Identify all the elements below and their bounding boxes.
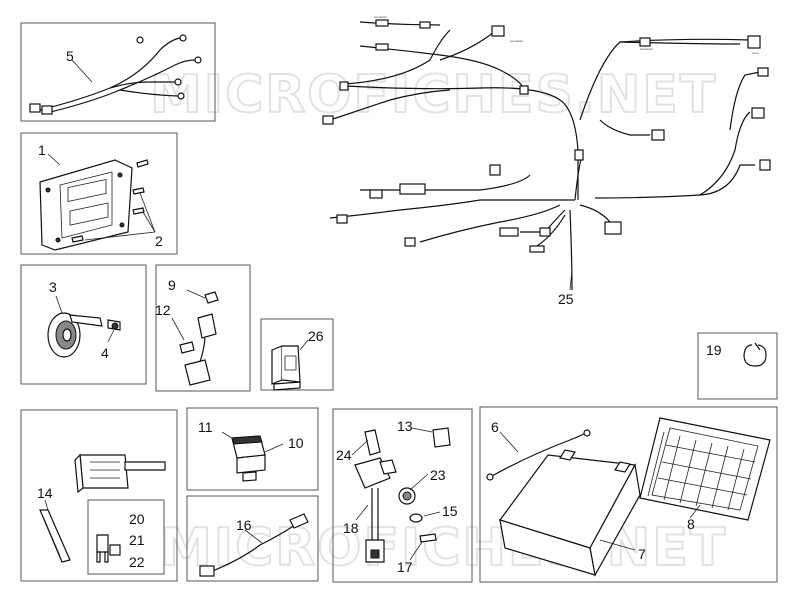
panel-cable-tie (697, 332, 778, 400)
callout-25: 25 (558, 291, 574, 307)
callout-labels: 5 1 2 3 4 9 12 26 25 19 14 20 21 22 11 1… (37, 48, 722, 575)
leader-26 (299, 339, 309, 351)
callout-24: 24 (336, 447, 352, 463)
callout-20: 20 (129, 511, 145, 527)
leader-25 (569, 269, 573, 291)
callout-22: 22 (129, 554, 145, 570)
callout-26: 26 (308, 328, 324, 344)
panel-starter-relay (332, 408, 473, 583)
svg-text:connector: connector (374, 15, 387, 19)
main-wiring-harness: connector connector connector conn (322, 15, 771, 291)
panel-sub-harness (20, 22, 216, 122)
callout-3: 3 (49, 279, 57, 295)
leader-18 (355, 504, 369, 521)
panel-clip (260, 318, 334, 391)
leader-10 (264, 443, 284, 453)
leader-1 (47, 153, 61, 166)
leader-9 (186, 289, 206, 299)
callout-11: 11 (198, 419, 213, 435)
callout-23: 23 (430, 467, 446, 483)
callout-1: 1 (38, 142, 46, 158)
leader-11 (221, 431, 236, 441)
callout-19: 19 (706, 342, 722, 358)
callout-2: 2 (155, 233, 163, 249)
callout-18: 18 (343, 520, 359, 536)
panel-relay-module (186, 407, 319, 491)
callout-17: 17 (397, 559, 413, 575)
leader-16 (244, 529, 263, 544)
leader-12 (171, 317, 185, 341)
callout-16: 16 (236, 517, 252, 533)
callout-5: 5 (66, 48, 74, 64)
leader-14 (44, 499, 49, 511)
panel-battery (479, 406, 778, 583)
watermark-top: MICROFICHES.NET (150, 65, 717, 125)
callout-15: 15 (442, 503, 458, 519)
leader-13 (411, 427, 433, 433)
leader-24 (351, 439, 369, 456)
leader-7 (599, 539, 636, 551)
leader-5 (71, 59, 93, 83)
callout-13: 13 (397, 418, 413, 434)
callout-14: 14 (37, 485, 53, 501)
leader-4 (107, 329, 115, 343)
callout-6: 6 (491, 419, 499, 435)
leader-6 (499, 431, 519, 453)
callout-7: 7 (638, 546, 646, 562)
leader-23 (409, 473, 429, 491)
svg-text:connector: connector (640, 47, 653, 51)
callout-21: 21 (129, 532, 145, 548)
callout-12: 12 (155, 302, 171, 318)
watermark-bottom: MICROFICHES.NET (160, 518, 727, 578)
panel-ecu (20, 132, 178, 255)
svg-text:conn: conn (752, 51, 759, 55)
svg-text:connector: connector (510, 39, 523, 43)
leader-3 (55, 295, 63, 314)
leader-15 (423, 511, 441, 517)
callout-4: 4 (101, 345, 109, 361)
panel-fuse-holder (155, 264, 251, 392)
leader-17 (409, 541, 423, 561)
callout-9: 9 (168, 277, 176, 293)
leader-8 (689, 504, 701, 519)
callout-10: 10 (288, 435, 304, 451)
panel-sensor-lead (186, 495, 319, 582)
panel-relay (20, 409, 178, 582)
panel-horn (20, 264, 147, 385)
callout-8: 8 (687, 516, 695, 532)
